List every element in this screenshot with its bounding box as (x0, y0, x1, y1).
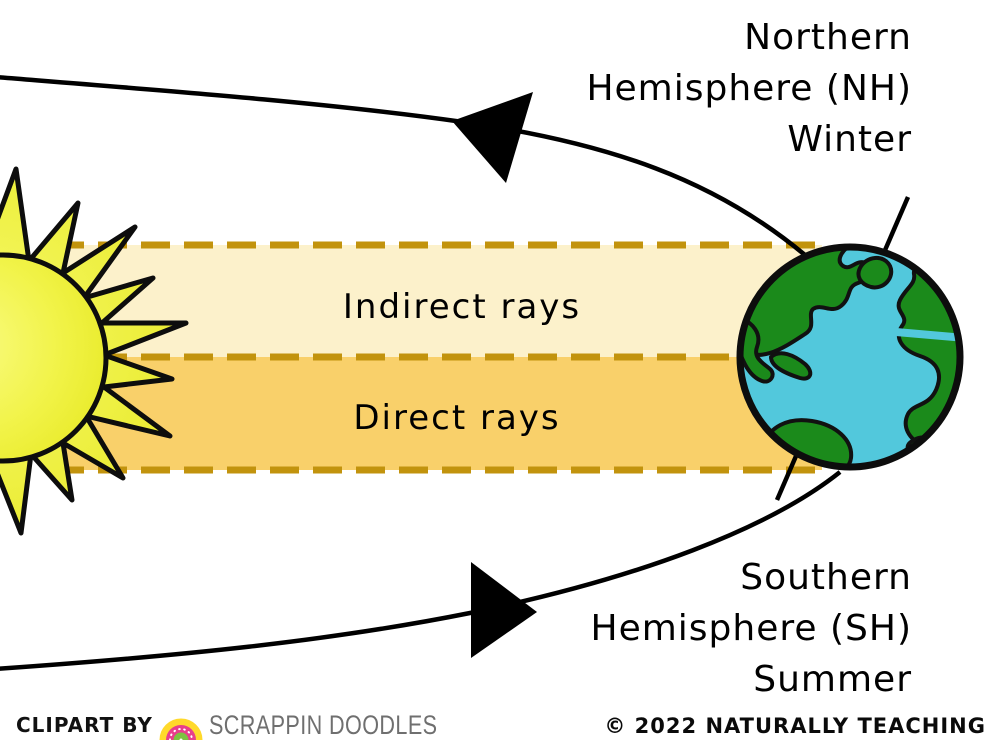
southern-line-2: Hemisphere (SH) (590, 608, 912, 649)
earth-icon (736, 243, 964, 471)
indirect-rays-band (55, 245, 822, 357)
copyright-label: © 2022 NATURALLY TEACHING (604, 714, 986, 738)
southern-line-1: Southern (740, 557, 912, 598)
indirect-rays-label: Indirect rays (342, 287, 582, 327)
northern-line-2: Hemisphere (NH) (586, 68, 912, 109)
southern-hemisphere-label: Southern Hemisphere (SH) Summer (591, 552, 912, 705)
sun-disc (0, 252, 109, 464)
orbit-bottom-arc (0, 470, 842, 671)
brand-label: SCRAPPIN DOODLES (208, 709, 438, 740)
direct-rays-band (55, 357, 822, 470)
northern-line-3: Winter (787, 119, 912, 160)
northern-line-1: Northern (744, 17, 912, 58)
northern-hemisphere-label: Northern Hemisphere (NH) Winter (586, 12, 912, 165)
sun-icon (0, 166, 189, 536)
direct-rays-label: Direct rays (353, 398, 561, 438)
orbit-arrow-right-icon (471, 562, 537, 658)
earth-outline (736, 243, 964, 471)
southern-line-3: Summer (753, 659, 912, 700)
orbit-arrow-left-icon (452, 92, 533, 183)
orbit-path (0, 75, 842, 671)
ray-bands (55, 241, 822, 474)
clipart-credit: CLIPART BY SCRAPPIN DOODLES (16, 703, 494, 747)
rainbow-icon (159, 718, 203, 741)
clipart-by-label: CLIPART BY (16, 713, 153, 737)
